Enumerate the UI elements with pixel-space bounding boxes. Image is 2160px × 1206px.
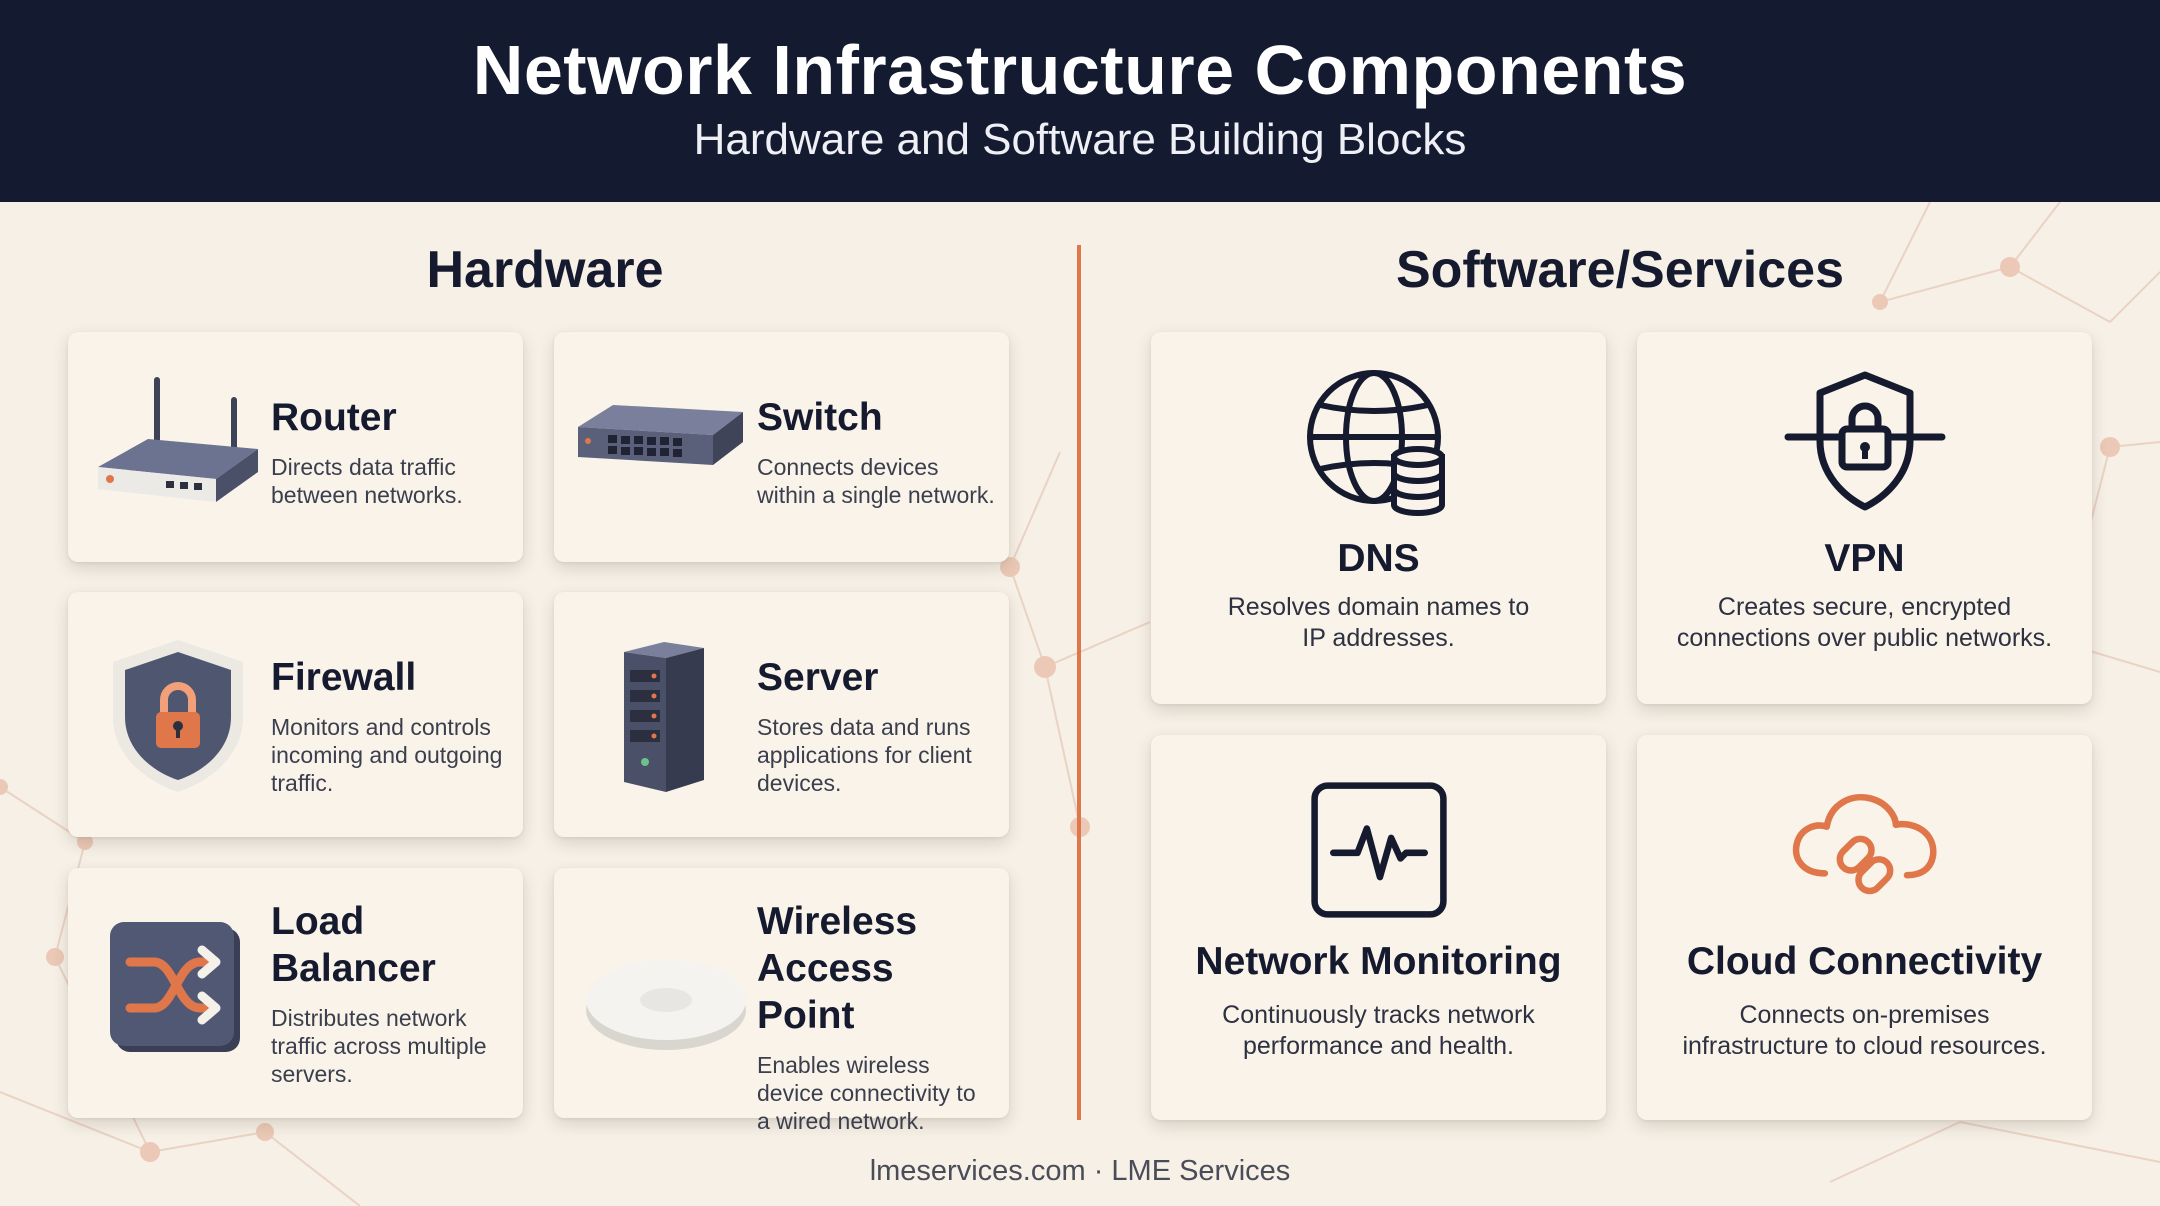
vpn-title: VPN (1824, 537, 1905, 580)
firewall-title: Firewall (271, 656, 417, 699)
page-subtitle: Hardware and Software Building Blocks (693, 115, 1467, 164)
pulse-monitor-icon (1310, 782, 1447, 918)
shield-lock-icon (1784, 371, 1945, 511)
server-tower-icon (624, 642, 704, 792)
software-card-network-monitoring: Network Monitoring Continuously tracks n… (1151, 735, 1606, 1120)
router-icon (98, 377, 258, 502)
cloud-link-icon (1792, 794, 1936, 895)
globe-database-icon (1306, 370, 1445, 516)
hardware-section-title: Hardware (426, 241, 664, 299)
server-title: Server (757, 656, 879, 699)
switch-title: Switch (757, 396, 883, 439)
footer-credit: lmeservices.com · LME Services (869, 1155, 1291, 1187)
cloud-connectivity-title: Cloud Connectivity (1686, 940, 2043, 983)
router-title: Router (271, 396, 397, 439)
software-section-title: Software/Services (1395, 241, 1845, 299)
shuffle-icon (110, 922, 240, 1052)
firewall-shield-icon (113, 640, 243, 792)
network-monitoring-title: Network Monitoring (1195, 940, 1562, 983)
access-point-icon (586, 960, 746, 1050)
switch-icon (578, 405, 743, 465)
page-title: Network Infrastructure Components (472, 31, 1688, 109)
section-divider (1077, 245, 1081, 1120)
dns-title: DNS (1337, 537, 1420, 580)
header-banner: Network Infrastructure Components Hardwa… (0, 0, 2160, 202)
